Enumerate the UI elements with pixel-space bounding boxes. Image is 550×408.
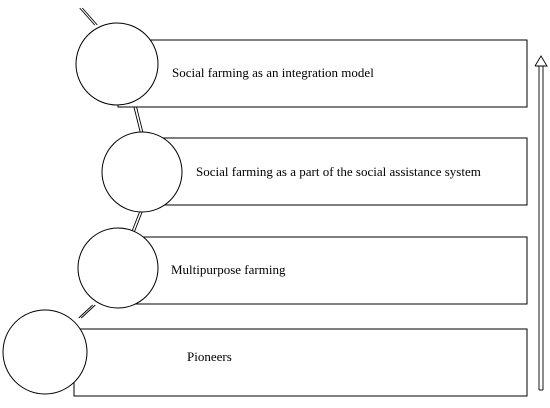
stage-circle-2	[101, 131, 183, 213]
stage-circle-1	[75, 22, 159, 106]
stage-box-3	[124, 236, 528, 305]
stage-circle-3	[77, 227, 159, 309]
stage-circle-4	[2, 309, 88, 395]
stage-label-2: Social farming as a part of the social a…	[196, 164, 481, 179]
stage-label-4: Pioneers	[187, 349, 232, 364]
stage-box-4	[73, 328, 528, 397]
stage-label-3: Multipurpose farming	[171, 262, 286, 277]
stage-box-2	[137, 137, 528, 206]
stage-label-1: Social farming as an integration model	[172, 65, 374, 80]
connector-line	[78, 7, 144, 319]
progression-arrow	[534, 55, 548, 391]
